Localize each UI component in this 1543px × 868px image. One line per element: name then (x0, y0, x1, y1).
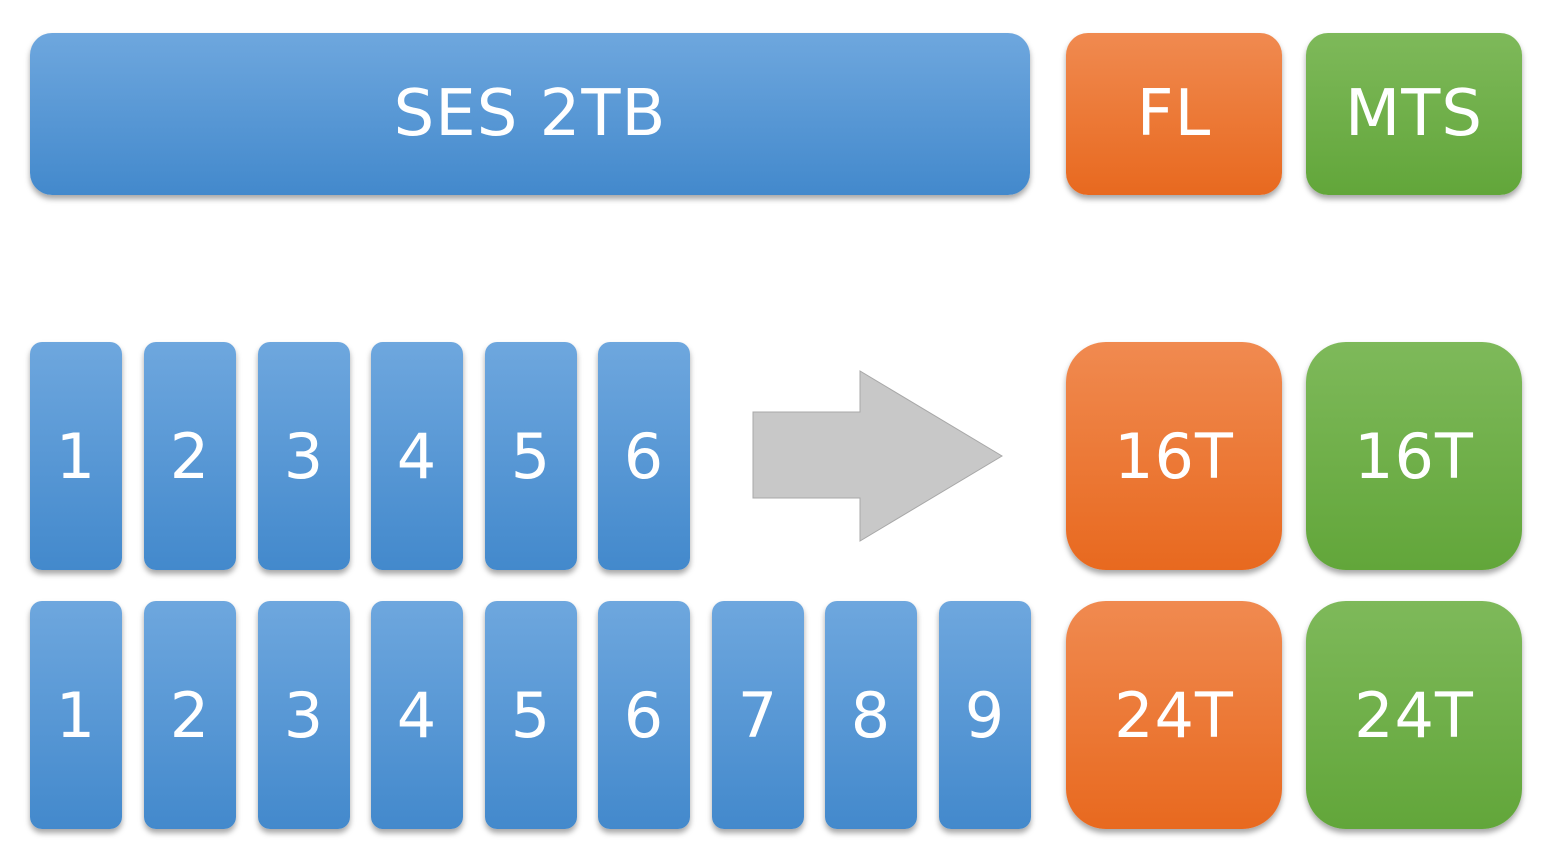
bar-label: 3 (283, 419, 325, 493)
bar-label: 9 (964, 678, 1006, 752)
row1-bar: 6 (598, 342, 690, 570)
bar-label: 5 (510, 678, 552, 752)
bar-label: 5 (510, 419, 552, 493)
mts-tile-16t: 16T (1306, 342, 1522, 570)
bar-label: 7 (737, 678, 779, 752)
fl-header: FL (1066, 33, 1282, 195)
fl-tile-label: 16T (1114, 419, 1234, 493)
row2-bar: 1 (30, 601, 122, 829)
row2-bar: 2 (144, 601, 236, 829)
row1-bar: 4 (371, 342, 463, 570)
bar-label: 3 (283, 678, 325, 752)
row1-bar: 2 (144, 342, 236, 570)
bar-label: 2 (169, 419, 211, 493)
row2-bar: 8 (825, 601, 917, 829)
ses-banner: SES 2TB (30, 33, 1030, 195)
fl-tile-label: 24T (1114, 678, 1234, 752)
bar-label: 4 (396, 419, 438, 493)
bar-label: 2 (169, 678, 211, 752)
mts-header-label: MTS (1345, 77, 1483, 151)
row1-bar: 5 (485, 342, 577, 570)
row2-bar: 4 (371, 601, 463, 829)
fl-tile-24t: 24T (1066, 601, 1282, 829)
fl-header-label: FL (1136, 77, 1212, 151)
mts-tile-label: 16T (1354, 419, 1474, 493)
bar-label: 1 (55, 678, 97, 752)
row2-bar: 5 (485, 601, 577, 829)
bar-label: 6 (623, 419, 665, 493)
bar-label: 4 (396, 678, 438, 752)
mts-tile-label: 24T (1354, 678, 1474, 752)
row2-bar: 7 (712, 601, 804, 829)
row2-bar: 9 (939, 601, 1031, 829)
row2-bar: 3 (258, 601, 350, 829)
ses-label: SES 2TB (393, 77, 667, 151)
mts-tile-24t: 24T (1306, 601, 1522, 829)
row1-bar: 3 (258, 342, 350, 570)
row2-bar: 6 (598, 601, 690, 829)
bar-label: 1 (55, 419, 97, 493)
bar-label: 6 (623, 678, 665, 752)
fl-tile-16t: 16T (1066, 342, 1282, 570)
right-arrow-icon (752, 370, 1003, 542)
mts-header: MTS (1306, 33, 1522, 195)
bar-label: 8 (850, 678, 892, 752)
arrow-shape (752, 370, 1003, 542)
row1-bar: 1 (30, 342, 122, 570)
